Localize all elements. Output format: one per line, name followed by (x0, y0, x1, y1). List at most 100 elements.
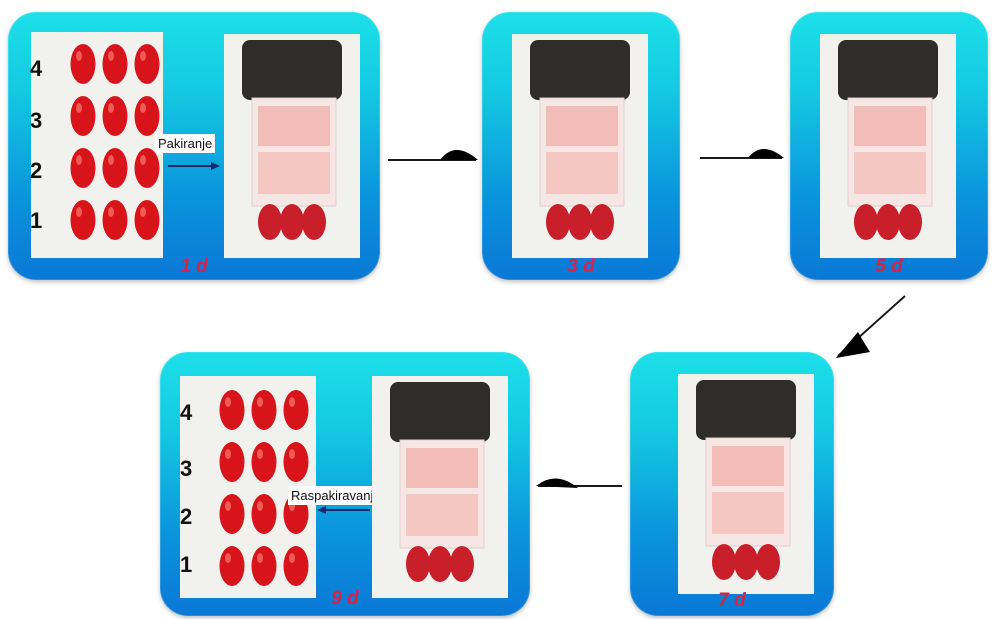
tomato (103, 200, 128, 240)
tomato-highlight (140, 207, 146, 217)
tomato-highlight (257, 397, 263, 407)
tomato (135, 96, 160, 136)
tomato (568, 204, 592, 240)
tomato (220, 494, 245, 534)
tomato (406, 546, 430, 582)
tomato (220, 442, 245, 482)
row-number-4: 4 (180, 400, 192, 426)
tomato-grid-photo (31, 32, 163, 258)
tomato (284, 442, 309, 482)
tomato (258, 204, 282, 240)
tomato-highlight (289, 449, 295, 459)
row-number-1: 1 (30, 208, 42, 234)
package-photo (224, 34, 360, 258)
tomato-grid-illustration (31, 32, 163, 258)
step-panel-day-1: 4 3 2 1 Pakiranje 1 d (8, 12, 380, 280)
row-number-3: 3 (180, 456, 192, 482)
day-label: 7 d (630, 590, 834, 612)
tomato (71, 44, 96, 84)
row-number-3: 3 (30, 108, 42, 134)
tomato-highlight (289, 553, 295, 563)
absorber-pad (390, 382, 490, 442)
absorber-pad (696, 380, 796, 440)
tomato (252, 494, 277, 534)
film-wrapped-tomatoes (406, 494, 478, 536)
film-wrapped-tomatoes (406, 448, 478, 488)
tomato-highlight (257, 501, 263, 511)
tomato (712, 544, 736, 580)
film-wrapped-tomatoes (546, 106, 618, 146)
tomato-highlight (140, 51, 146, 61)
film-wrapped-tomatoes (258, 106, 330, 146)
tomato (734, 544, 758, 580)
tomato (284, 546, 309, 586)
tomato (71, 200, 96, 240)
packing-label: Pakiranje (155, 134, 215, 153)
tomato-highlight (225, 397, 231, 407)
step-panel-day-9: 4 3 2 1 Raspakiravanje 9 d (160, 352, 530, 616)
day-label: 1 d (8, 256, 380, 278)
film-wrapped-tomatoes (854, 106, 926, 146)
tomato (71, 96, 96, 136)
tomato-highlight (140, 155, 146, 165)
tomato (898, 204, 922, 240)
step-panel-day-5: 5 d (790, 12, 988, 280)
package-photo (372, 376, 508, 598)
package-illustration (820, 34, 956, 258)
tomato (756, 544, 780, 580)
tomato (284, 390, 309, 430)
step-panel-day-3: 3 d (482, 12, 680, 280)
tomato (135, 44, 160, 84)
row-number-2: 2 (30, 158, 42, 184)
row-number-4: 4 (30, 56, 42, 82)
film-wrapped-tomatoes (258, 152, 330, 194)
tomato (876, 204, 900, 240)
package-illustration (372, 376, 508, 598)
unpacking-label: Raspakiravanje (288, 486, 384, 505)
tomato-highlight (76, 103, 82, 113)
absorber-pad (242, 40, 342, 100)
tomato (103, 148, 128, 188)
film-wrapped-tomatoes (712, 446, 784, 486)
tomato-highlight (108, 155, 114, 165)
tomato (546, 204, 570, 240)
row-number-1: 1 (180, 552, 192, 578)
tomato (135, 200, 160, 240)
tomato-highlight (76, 207, 82, 217)
day-label: 3 d (482, 256, 680, 278)
tomato-highlight (225, 553, 231, 563)
tomato (103, 96, 128, 136)
tomato (252, 546, 277, 586)
absorber-pad (530, 40, 630, 100)
tomato-highlight (108, 51, 114, 61)
package-illustration (512, 34, 648, 258)
package-illustration (224, 34, 360, 258)
tomato (220, 390, 245, 430)
film-wrapped-tomatoes (854, 152, 926, 194)
day-label: 9 d (160, 588, 530, 610)
tomato-highlight (289, 397, 295, 407)
tomato-highlight (225, 449, 231, 459)
tomato (450, 546, 474, 582)
tomato (220, 546, 245, 586)
package-illustration (678, 374, 814, 594)
tomato (252, 390, 277, 430)
tomato (280, 204, 304, 240)
tomato (103, 44, 128, 84)
tomato (854, 204, 878, 240)
film-wrapped-tomatoes (546, 152, 618, 194)
package-photo (512, 34, 648, 258)
tomato-highlight (108, 207, 114, 217)
tomato-highlight (140, 103, 146, 113)
tomato (135, 148, 160, 188)
day-label: 5 d (790, 256, 988, 278)
package-photo (678, 374, 814, 594)
row-number-2: 2 (180, 504, 192, 530)
tomato (428, 546, 452, 582)
absorber-pad (838, 40, 938, 100)
tomato-highlight (257, 553, 263, 563)
tomato-highlight (76, 155, 82, 165)
tomato-highlight (108, 103, 114, 113)
tomato (590, 204, 614, 240)
step-panel-day-7: 7 d (630, 352, 834, 616)
